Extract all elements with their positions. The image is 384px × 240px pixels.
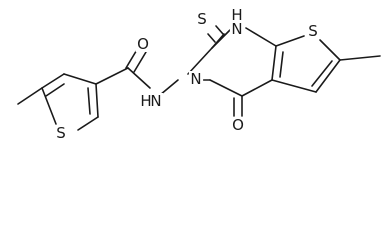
bond bbox=[271, 45, 277, 81]
bond bbox=[315, 59, 341, 93]
bond bbox=[187, 47, 213, 75]
bond bbox=[245, 27, 277, 47]
bond bbox=[41, 87, 57, 125]
bond bbox=[87, 87, 91, 115]
bond bbox=[271, 79, 317, 93]
atom-label-n: N bbox=[150, 92, 161, 110]
bond bbox=[45, 83, 65, 97]
label-background bbox=[229, 21, 245, 37]
label-background bbox=[135, 36, 151, 52]
atom-label-s: S bbox=[197, 10, 207, 28]
bond bbox=[77, 116, 99, 131]
chemical-structure-diagram: S O N H N S N H S O bbox=[17, 6, 381, 142]
bond bbox=[127, 67, 151, 89]
atom-label-h: H bbox=[140, 92, 151, 110]
bond bbox=[339, 55, 381, 61]
label-background bbox=[229, 7, 245, 23]
bond bbox=[41, 73, 65, 89]
atom-label-o: O bbox=[232, 116, 244, 134]
bond bbox=[209, 79, 243, 97]
label-background bbox=[230, 117, 246, 133]
bond bbox=[159, 79, 179, 96]
atom-label-s: S bbox=[56, 124, 66, 142]
bond bbox=[133, 51, 147, 73]
atom-label-s: S bbox=[308, 22, 318, 40]
label-background bbox=[138, 93, 154, 109]
bond bbox=[279, 51, 284, 78]
bond bbox=[63, 73, 97, 85]
label-background bbox=[306, 23, 320, 39]
label-background bbox=[188, 71, 204, 87]
bond bbox=[241, 79, 273, 97]
label-backgrounds bbox=[54, 7, 320, 141]
atom-label-n: N bbox=[231, 20, 242, 38]
atom-label-o: O bbox=[137, 35, 149, 53]
bond bbox=[319, 39, 341, 61]
atom-label-h: H bbox=[231, 6, 242, 24]
bond bbox=[311, 60, 333, 87]
label-background bbox=[54, 125, 68, 141]
bond bbox=[207, 33, 216, 43]
bond-lines bbox=[17, 25, 381, 131]
label-background bbox=[195, 11, 209, 27]
atom-label-n: N bbox=[190, 70, 201, 88]
bond bbox=[95, 83, 99, 118]
bond bbox=[275, 35, 305, 47]
atom-labels: S O N H N S N H S O bbox=[56, 6, 318, 142]
bond bbox=[95, 67, 129, 85]
bond bbox=[17, 87, 43, 105]
bond bbox=[215, 25, 224, 35]
bond bbox=[211, 33, 225, 49]
